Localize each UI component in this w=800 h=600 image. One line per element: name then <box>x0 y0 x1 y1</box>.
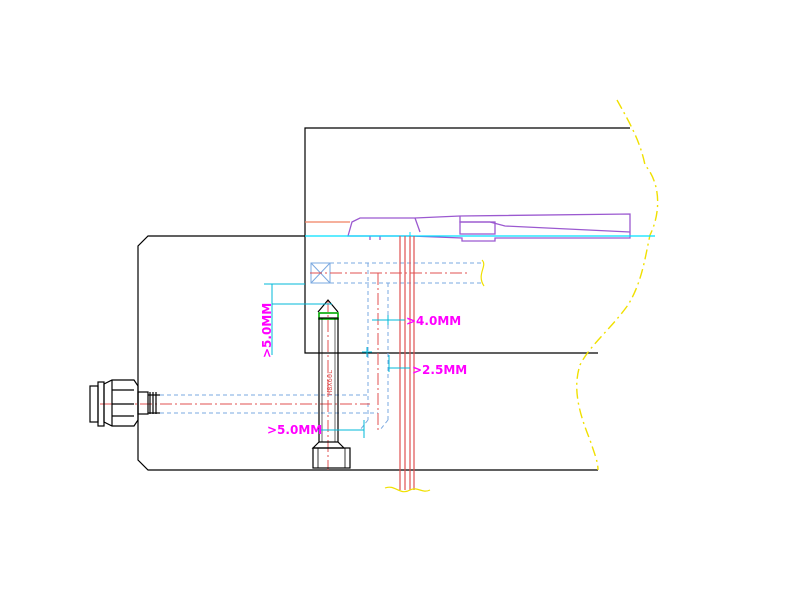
hidden-channel-upper <box>330 262 482 431</box>
dim-label-4-0: >4.0MM <box>406 314 461 328</box>
bolt-label: M8X60L <box>326 370 334 395</box>
ejector-assembly <box>347 213 631 242</box>
dim-label-5-0-vertical: >5.0MM <box>260 303 274 358</box>
bolt-assembly <box>311 299 351 469</box>
ejector-pins-red <box>399 236 415 490</box>
break-line-right <box>576 99 659 471</box>
channel-break-upper <box>480 259 485 287</box>
dim-label-5-0-horizontal: >5.0MM <box>267 423 322 437</box>
pin-break-bottom <box>384 486 431 493</box>
lower-plate <box>137 235 598 471</box>
water-fitting <box>89 379 160 427</box>
dimension-lines <box>264 283 410 438</box>
upper-plate <box>304 127 630 354</box>
dim-label-2-5: >2.5MM <box>412 363 467 377</box>
pin-cross-marker <box>362 347 372 357</box>
